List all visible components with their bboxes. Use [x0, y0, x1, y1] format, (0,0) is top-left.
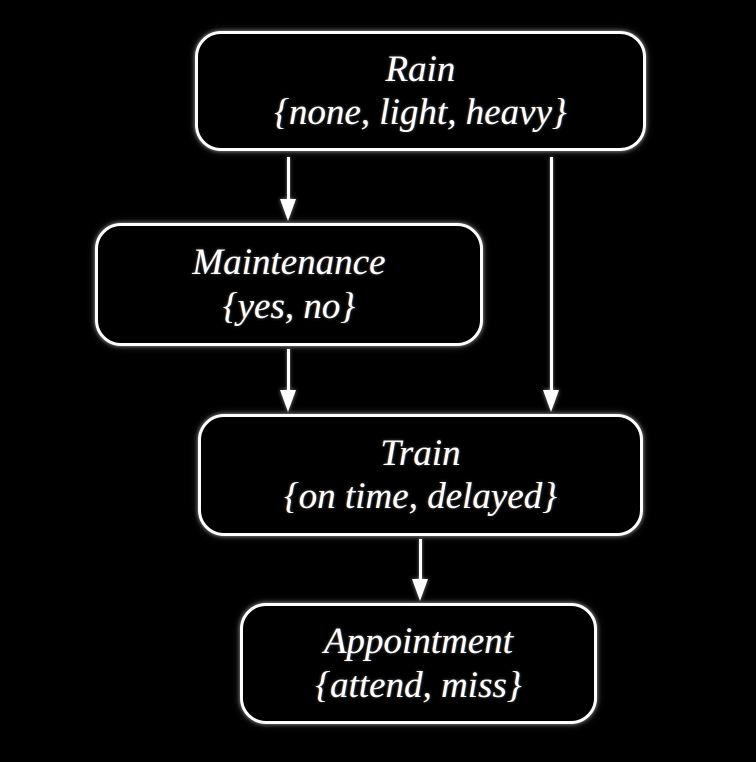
edge-rain-to-maintenance: [280, 157, 296, 221]
node-rain-title: Rain: [385, 48, 456, 90]
arrowhead-icon: [280, 199, 296, 221]
node-maintenance[interactable]: Maintenance {yes, no}: [95, 223, 483, 346]
arrowhead-icon: [543, 390, 559, 412]
node-rain[interactable]: Rain {none, light, heavy}: [195, 31, 646, 151]
node-maintenance-title: Maintenance: [192, 242, 386, 284]
arrow-shaft: [286, 157, 290, 201]
node-train-states: {on time, delayed}: [283, 476, 558, 517]
arrowhead-icon: [412, 579, 428, 601]
node-maintenance-states: {yes, no}: [222, 285, 356, 327]
arrow-shaft: [418, 539, 422, 581]
arrowhead-icon: [280, 390, 296, 412]
edge-rain-to-train: [543, 157, 559, 412]
node-train-title: Train: [380, 432, 461, 474]
node-appointment[interactable]: Appointment {attend, miss}: [240, 603, 597, 724]
edge-maintenance-to-train: [280, 349, 296, 412]
arrow-shaft: [549, 157, 553, 392]
arrow-shaft: [286, 349, 290, 392]
node-train[interactable]: Train {on time, delayed}: [198, 414, 643, 536]
node-rain-states: {none, light, heavy}: [274, 92, 567, 133]
edge-train-to-appointment: [412, 539, 428, 601]
node-appointment-states: {attend, miss}: [315, 664, 522, 706]
node-appointment-title: Appointment: [323, 621, 514, 663]
